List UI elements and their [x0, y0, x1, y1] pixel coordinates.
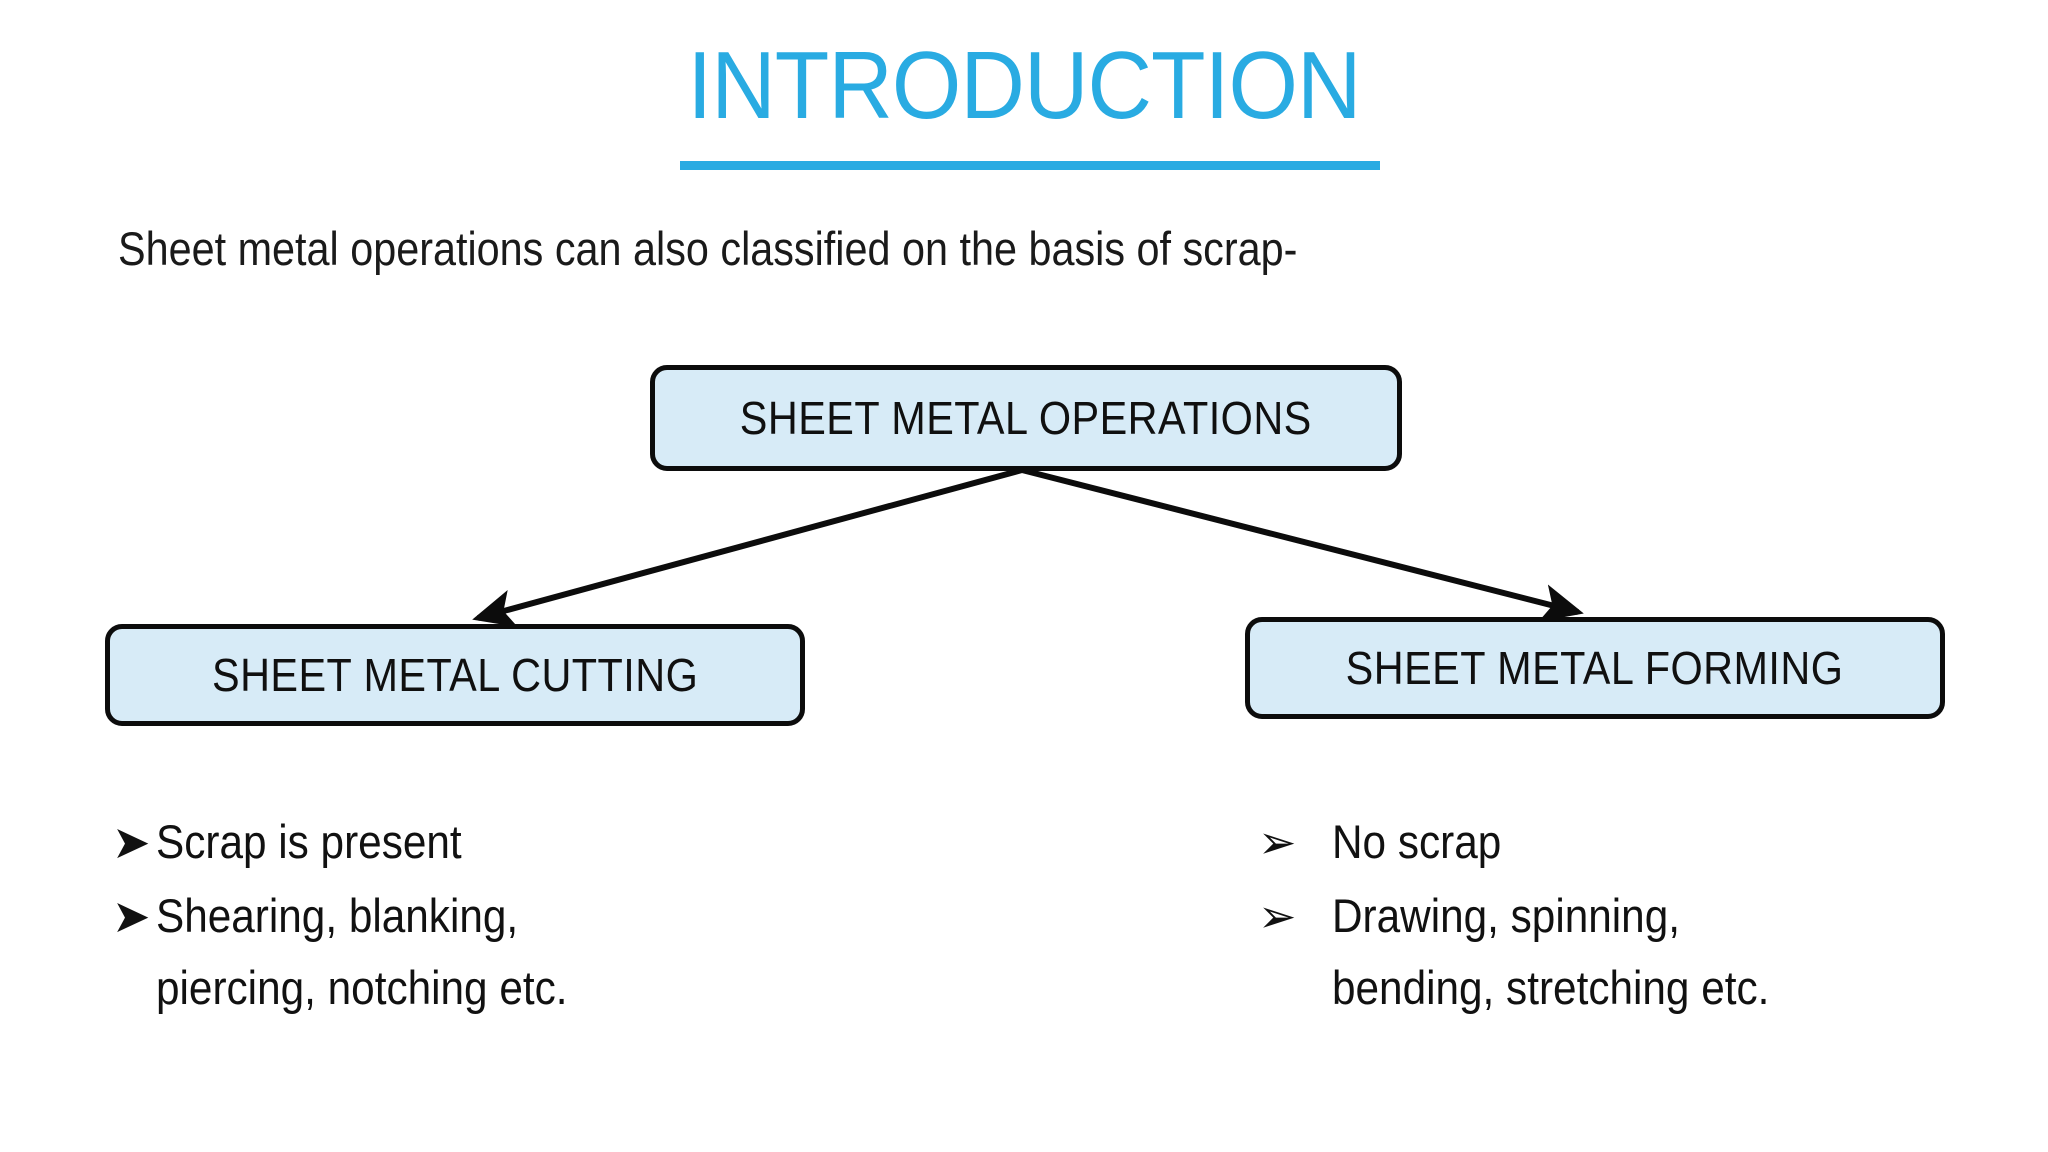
node-sheet-metal-cutting[interactable]: SHEET METAL CUTTING	[105, 624, 805, 726]
arrow-bullet-icon: ➢	[1258, 815, 1297, 869]
connector-root-to-right	[1021, 467, 1584, 622]
list-item: ➤ Scrap is present	[112, 806, 832, 878]
arrow-bullet-icon: ➤	[112, 815, 151, 869]
list-item-label: Shearing, blanking, piercing, notching e…	[156, 889, 568, 1014]
title-block: INTRODUCTION	[0, 38, 2048, 134]
list-item: ➢ No scrap	[1258, 806, 2018, 878]
node-sheet-metal-operations[interactable]: SHEET METAL OPERATIONS	[650, 365, 1402, 471]
list-item-label: Scrap is present	[156, 815, 462, 868]
cutting-bullet-list: ➤ Scrap is present ➤ Shearing, blanking,…	[112, 806, 832, 1026]
list-item-label: Drawing, spinning, bending, stretching e…	[1332, 889, 1770, 1014]
list-item: ➤ Shearing, blanking, piercing, notching…	[112, 880, 832, 1024]
arrow-bullet-icon: ➤	[112, 889, 151, 943]
list-item-label: No scrap	[1332, 815, 1502, 868]
node-label-root: SHEET METAL OPERATIONS	[740, 392, 1312, 444]
node-sheet-metal-forming[interactable]: SHEET METAL FORMING	[1245, 617, 1945, 719]
subtitle-text: Sheet metal operations can also classifi…	[118, 222, 1298, 275]
arrow-bullet-icon: ➢	[1258, 889, 1297, 943]
connector-root-to-left	[472, 467, 1023, 628]
list-item: ➢ Drawing, spinning, bending, stretching…	[1258, 880, 2018, 1024]
forming-bullet-list: ➢ No scrap ➢ Drawing, spinning, bending,…	[1258, 806, 2018, 1026]
title-underline	[680, 161, 1380, 170]
page-title: INTRODUCTION	[687, 32, 1361, 139]
node-label-left: SHEET METAL CUTTING	[211, 649, 699, 701]
node-label-right: SHEET METAL FORMING	[1346, 642, 1844, 694]
